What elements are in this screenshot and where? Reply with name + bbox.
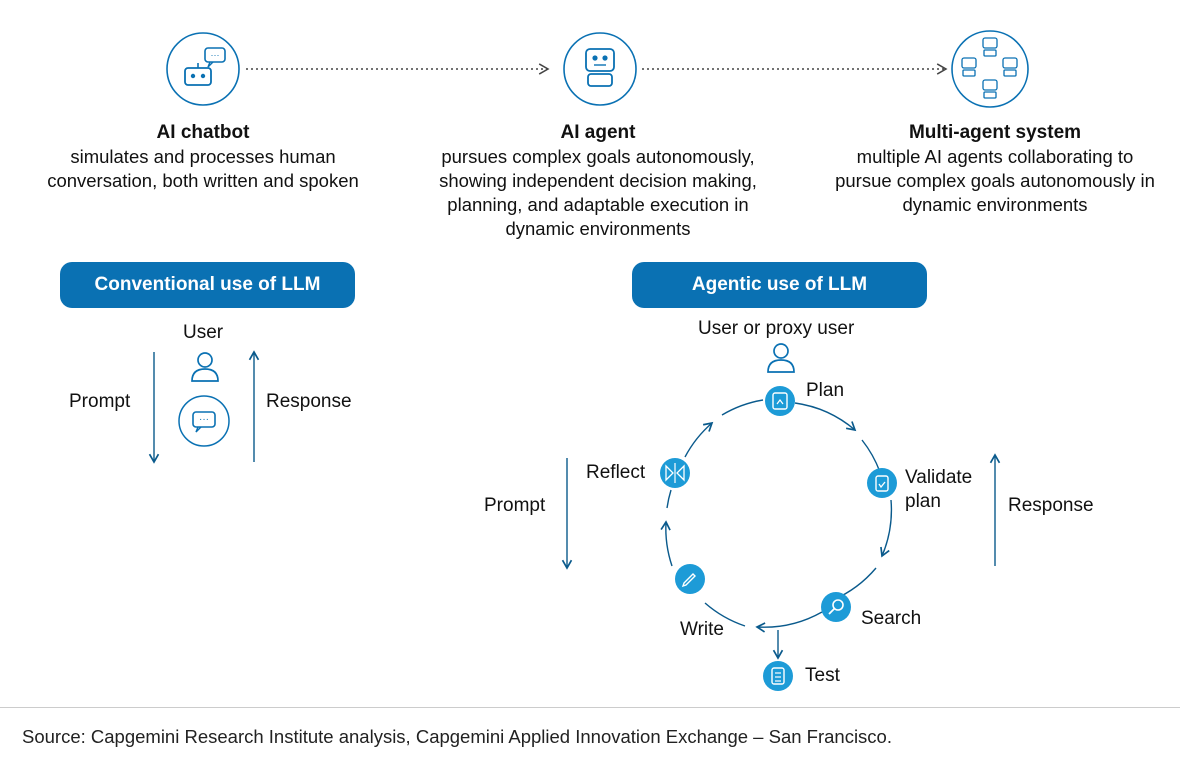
agentic-user-label: User or proxy user bbox=[698, 318, 855, 339]
agentic-response-label: Response bbox=[1008, 495, 1094, 516]
conventional-prompt-label: Prompt bbox=[69, 391, 131, 412]
cycle-ring bbox=[660, 399, 893, 633]
tier-agent-line-1: pursues complex goals autonomously, bbox=[441, 146, 755, 167]
tier-multi-agent: Multi-agent system multiple AI agents co… bbox=[806, 121, 1184, 217]
agentic-title: Agentic use of LLM bbox=[632, 262, 927, 308]
tier-chatbot-line-1: simulates and processes human bbox=[70, 146, 336, 167]
plan-icon bbox=[765, 386, 795, 416]
multi-agent-icon bbox=[951, 30, 1029, 108]
tier-multi-agent-line-1: multiple AI agents collaborating to bbox=[856, 146, 1134, 167]
conventional-user-icon bbox=[191, 352, 219, 382]
step-reflect-label: Reflect bbox=[586, 462, 646, 483]
reflect-icon bbox=[660, 458, 690, 488]
svg-text:···: ··· bbox=[199, 414, 209, 425]
tier-multi-agent-line-3: dynamic environments bbox=[902, 194, 1088, 215]
step-validate-label-2: plan bbox=[905, 491, 941, 512]
search-icon bbox=[821, 592, 851, 622]
step-search-label: Search bbox=[861, 608, 922, 629]
write-icon bbox=[675, 564, 705, 594]
step-test-label: Test bbox=[805, 665, 840, 686]
svg-text:···: ··· bbox=[211, 50, 220, 60]
chatbot-icon: ··· bbox=[166, 32, 240, 106]
tier-multi-agent-title: Multi-agent system bbox=[908, 122, 1082, 143]
tier-agent-line-4: dynamic environments bbox=[505, 218, 691, 239]
tier-chatbot-title: AI chatbot bbox=[156, 122, 250, 143]
step-validate-label-1: Validate bbox=[905, 467, 973, 488]
step-write-label: Write bbox=[680, 619, 724, 640]
conventional-title: Conventional use of LLM bbox=[60, 262, 355, 308]
step-plan-label: Plan bbox=[806, 380, 845, 401]
agentic-prompt-label: Prompt bbox=[484, 495, 546, 516]
tier-agent-line-3: planning, and adaptable execution in bbox=[447, 194, 749, 215]
tier-agent-line-2: showing independent decision making, bbox=[439, 170, 757, 191]
source-note: Source: Capgemini Research Institute ana… bbox=[22, 726, 892, 747]
tier-chatbot-line-2: conversation, both written and spoken bbox=[47, 170, 359, 191]
conventional-user-label: User bbox=[183, 322, 224, 343]
conventional-response-label: Response bbox=[266, 391, 352, 412]
agentic-user-icon bbox=[767, 343, 795, 373]
robot-icon bbox=[563, 32, 637, 106]
validate-icon bbox=[867, 468, 897, 498]
chat-bubble-icon: ··· bbox=[178, 395, 230, 447]
tier-agent-title: AI agent bbox=[560, 122, 636, 143]
test-icon bbox=[763, 661, 793, 691]
divider bbox=[0, 707, 1180, 708]
tier-agent: AI agent pursues complex goals autonomou… bbox=[410, 121, 786, 241]
tier-chatbot: AI chatbot simulates and processes human… bbox=[15, 121, 391, 193]
tier-multi-agent-line-2: pursue complex goals autonomously in bbox=[835, 170, 1155, 191]
